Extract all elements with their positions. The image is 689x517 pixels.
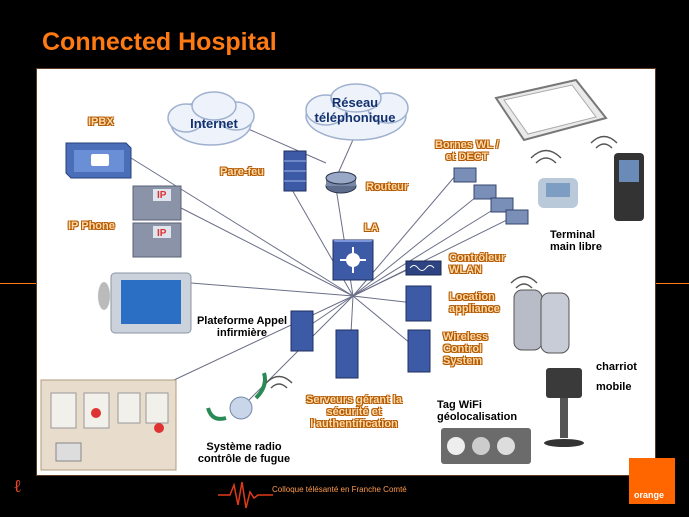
- ipbx-icon: [65, 142, 132, 179]
- orange-logo-text: orange: [634, 490, 665, 500]
- auth-servers-label: Serveurs gérant la sécurité et l'authent…: [306, 394, 402, 430]
- internet-cloud-icon: [167, 91, 255, 146]
- radio-system-label: Système radio contrôle de fugue: [197, 441, 291, 465]
- region-logo-icon: ℓ: [14, 476, 21, 497]
- location-appliance-icon: [405, 285, 432, 322]
- tablet-icon: [494, 78, 608, 142]
- access-point-icons: [453, 167, 529, 225]
- ipbx-label: IPBX: [88, 116, 114, 128]
- phone-network-label: Réseau téléphonique: [314, 95, 396, 125]
- internet-label: Internet: [190, 116, 238, 131]
- dect-phones-icon: [513, 289, 570, 354]
- handset-icon: [538, 178, 578, 208]
- nurse-call-server-icon: [290, 310, 314, 352]
- footer-text: Colloque télésanté en Franche Comté: [272, 485, 407, 494]
- divider-left: [0, 283, 36, 284]
- firewall-icon: [283, 150, 307, 192]
- la-switch-icon: [332, 239, 374, 281]
- ip-phone-label: IP Phone: [68, 220, 115, 232]
- mobile-cart-icon: [544, 368, 584, 447]
- la-label: LA: [364, 222, 379, 234]
- nurse-call-label: Plateforme Appel infirmière: [196, 315, 288, 339]
- orange-logo: orange: [629, 458, 675, 504]
- wcs-label: Wireless Control System: [443, 331, 489, 367]
- nurse-call-panel-icon: [98, 272, 192, 334]
- ward-equipment-photo: [40, 379, 177, 471]
- network-diagram: [40, 78, 644, 471]
- ip-badge-1: IP: [157, 190, 167, 201]
- phone-network-cloud-icon: [305, 83, 409, 141]
- router-icon: [325, 171, 357, 194]
- connection-lines: [130, 127, 512, 404]
- wifi-tag-label: Tag WiFi géolocalisation: [437, 399, 518, 423]
- wifi-tags-icon: [441, 428, 531, 464]
- ip-phone-icon: [132, 185, 182, 258]
- wlan-controller-label: Contrôleur WLAN: [449, 252, 506, 276]
- location-appliance-label: Location appliance: [449, 291, 500, 315]
- page-title: Connected Hospital: [42, 28, 277, 56]
- router-label: Routeur: [366, 181, 409, 193]
- ip-badge-2: IP: [157, 228, 167, 239]
- heartbeat-icon: [218, 481, 273, 509]
- firewall-label: Pare-feu: [220, 166, 265, 178]
- cart-mobile-label: mobile: [596, 381, 632, 393]
- auth-server-icon: [335, 329, 359, 379]
- terminal-label: Terminal main libre: [550, 229, 602, 253]
- wifi-signal-icons: [265, 135, 618, 389]
- wcs-server-icon: [407, 329, 431, 373]
- divider-right: [655, 283, 689, 284]
- cart-label: charriot: [596, 361, 637, 373]
- access-points-label: Bornes WL / et DECT: [435, 139, 499, 163]
- radio-system-icon: [206, 372, 267, 421]
- handheld-terminal-icon: [614, 153, 644, 221]
- wlan-controller-icon: [405, 260, 442, 276]
